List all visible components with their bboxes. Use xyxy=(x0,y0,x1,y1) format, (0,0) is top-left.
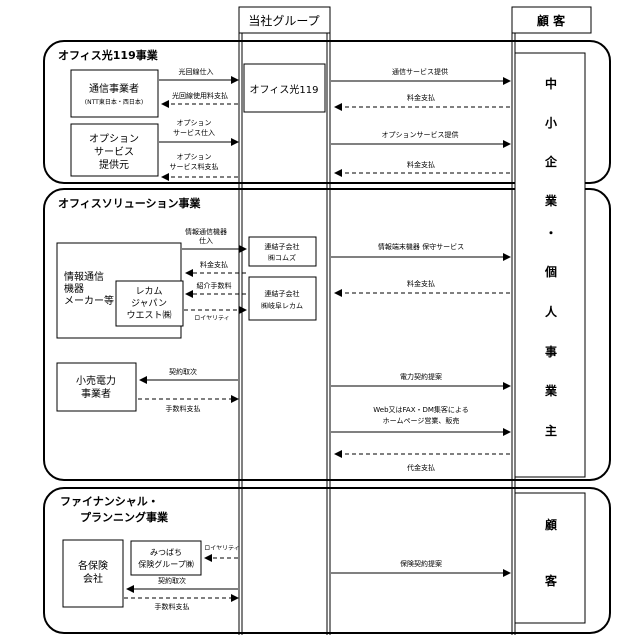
fee-pay-label: 料金支払 xyxy=(407,279,435,288)
customer-fp-box xyxy=(514,492,586,624)
gifu-recam-subsidiary-label: 連結子会社 xyxy=(265,289,300,298)
gifu-recam-subsidiary-box xyxy=(248,276,317,321)
option-provider-box xyxy=(70,123,159,177)
customer-sme-box xyxy=(514,52,586,478)
fiber-fee-label: 光回線使用料支払 xyxy=(172,91,228,100)
customer-char: 顧 xyxy=(545,517,557,532)
mitsubachi-insurance-box xyxy=(130,540,202,576)
office-hikari-label: オフィス光119 xyxy=(250,83,319,96)
customer-vertical-label: 中 小 企 業 ・ 個 人 事 業 主 顧 客 xyxy=(544,76,558,588)
power-retailer-label: 小売電力 xyxy=(76,374,116,387)
comm-service-label: 通信サービス提供 xyxy=(392,67,448,76)
fee-pay-label: 料金支払 xyxy=(407,93,435,102)
insurance-companies-label: 各保険 xyxy=(78,559,108,572)
customer-header-label: 顧 客 xyxy=(537,13,566,28)
power-retailer-label: 事業者 xyxy=(81,387,111,400)
intro-fee-label: 紹介手数料 xyxy=(197,281,232,290)
group-header-label: 当社グループ xyxy=(248,13,319,28)
gifu-recam-subsidiary-label: ㈱岐阜レカム xyxy=(261,301,303,310)
web-sales-label: ホームページ営業、販売 xyxy=(383,416,460,425)
proxy-pay-label: 代金支払 xyxy=(407,463,435,472)
insurance-companies-box xyxy=(62,539,124,608)
mitsubachi-insurance-label: みつばち xyxy=(150,548,182,557)
option-fee-label: サービス料支払 xyxy=(170,162,219,171)
customer-char: 業 xyxy=(544,193,558,208)
power-retailer-box xyxy=(56,362,137,412)
web-sales-label: Web又はFAX・DM集客による xyxy=(373,405,468,414)
section-title: プランニング事業 xyxy=(80,510,169,524)
customer-char: 人 xyxy=(545,304,558,319)
insurance-proposal-label: 保険契約提案 xyxy=(400,559,442,568)
customer-char: ・ xyxy=(545,226,557,240)
option-purchase-label: サービス仕入 xyxy=(173,128,215,137)
customer-char: 業 xyxy=(544,383,558,398)
option-purchase-label: オプション xyxy=(177,119,212,127)
recam-japan-west-label: ウエスト㈱ xyxy=(126,309,171,321)
recam-japan-west-box xyxy=(115,280,184,327)
customer-char: 主 xyxy=(545,423,557,438)
telecom-carrier-box xyxy=(70,69,159,118)
recam-japan-west-label: ジャパン xyxy=(131,298,167,309)
customer-char: 小 xyxy=(545,115,557,130)
power-contract-label: 電力契約提案 xyxy=(400,372,442,381)
equip-purchase-label: 情報通信機器 xyxy=(185,227,227,236)
royalty-label: ロイヤリティ xyxy=(194,315,229,322)
option-service-label: オプションサービス提供 xyxy=(382,130,459,139)
customer-char: 企 xyxy=(544,154,558,169)
customer-char: 中 xyxy=(545,76,557,91)
section-title: ファイナンシャル・ xyxy=(60,495,159,508)
fee-pay-label: 料金支払 xyxy=(200,260,228,269)
commission-label: 手数料支払 xyxy=(155,602,190,611)
option-fee-label: オプション xyxy=(177,153,212,161)
customer-char: 事 xyxy=(545,344,557,359)
option-provider-label: サービス xyxy=(94,146,134,158)
equip-purchase-label: 仕入 xyxy=(199,236,213,245)
equipment-maker-label: メーカー等 xyxy=(64,294,114,307)
fiber-purchase-label: 光回線仕入 xyxy=(179,67,214,76)
fee-pay-label: 料金支払 xyxy=(407,160,435,169)
commission-label: 手数料支払 xyxy=(166,404,201,413)
group-header-box xyxy=(238,6,331,34)
telecom-carrier-sublabel: (NTT東日本・西日本) xyxy=(85,98,143,106)
customer-header-box xyxy=(511,6,592,34)
telecom-carrier-label: 通信事業者 xyxy=(89,82,139,95)
contract-agency-label: 契約取次 xyxy=(169,367,197,376)
mitsubachi-insurance-label: 保険グループ㈱ xyxy=(138,559,194,569)
customer-char: 客 xyxy=(544,573,558,588)
section-title: オフィスソリューション事業 xyxy=(58,196,202,210)
insurance-companies-label: 会社 xyxy=(83,572,103,585)
contract-agency-label: 契約取次 xyxy=(158,576,186,585)
recam-japan-west-label: レカム xyxy=(135,286,162,297)
royalty-label: ロイヤリティ xyxy=(204,545,239,552)
equipment-maker-label: 情報通信 xyxy=(64,270,104,283)
equipment-maker-label: 機器 xyxy=(64,282,84,295)
comz-subsidiary-label: ㈱コムズ xyxy=(268,253,296,262)
comz-subsidiary-box xyxy=(248,236,317,267)
section-title: オフィス光119事業 xyxy=(58,48,159,62)
customer-char: 個 xyxy=(544,264,557,279)
option-provider-label: 提供元 xyxy=(99,158,129,171)
comz-subsidiary-label: 連結子会社 xyxy=(265,242,300,251)
office-hikari-box xyxy=(243,63,326,113)
equip-service-label: 情報端末機器 保守サービス xyxy=(378,242,464,251)
option-provider-label: オプション xyxy=(89,133,139,145)
